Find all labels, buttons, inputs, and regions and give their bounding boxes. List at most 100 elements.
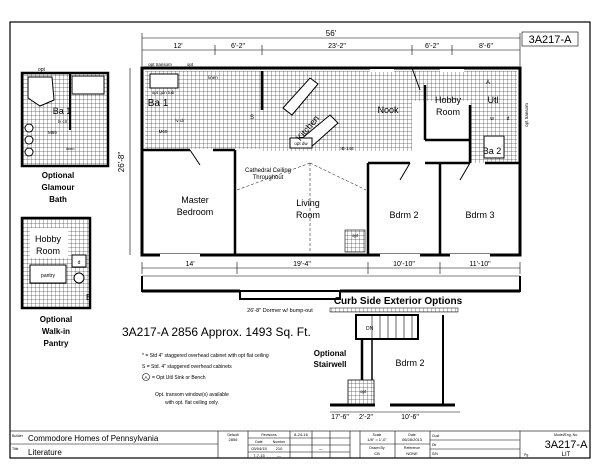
title-block <box>9 430 591 459</box>
label-d: d <box>507 116 510 122</box>
note-3: = Opt Util Sink or Bench <box>152 375 206 381</box>
glamour-room: Ba 1 <box>53 106 72 116</box>
pantry-label: pantry <box>41 273 55 279</box>
tb-rev-num-2: — <box>277 453 281 458</box>
tb-rev-num-1: 210 <box>276 446 283 451</box>
room-hobby-2: Room <box>436 107 460 117</box>
note-4: Opt. transom window(s) available <box>155 392 229 398</box>
tb-ref-label: Reference <box>404 446 420 450</box>
note-1: * = Std 4" staggered overhead cabinet wi… <box>142 353 269 359</box>
label-linen: linen <box>208 75 218 80</box>
tb-rev-date-2: 7-7-15 <box>253 453 265 458</box>
room-nook: Nook <box>377 105 399 115</box>
label-opt-transom: opt transom <box>148 62 172 67</box>
tb-rev-top: 8-24-16 <box>294 432 309 437</box>
curb-dim-3: 10'-6" <box>401 414 419 421</box>
dormer-note: 26'-8" Dormer w/ bump-out <box>247 308 313 314</box>
dim-depth: 26'-8" <box>117 152 126 173</box>
curb-stair-2: Stairwell <box>314 360 347 369</box>
label-a: A <box>486 80 490 86</box>
dim-top-2: 6'-2" <box>231 43 245 50</box>
dim-top-3: 23'-2" <box>328 43 346 50</box>
label-lv-clr: lv clr <box>175 118 185 123</box>
pantry-b: B <box>86 293 91 302</box>
cathedral-note-1: Cathedral Ceiling <box>245 168 291 174</box>
tb-drawn: CB <box>374 451 380 456</box>
bottom-dimensions <box>141 262 521 274</box>
curb-side-title: Curb Side Exterior Options <box>334 296 463 307</box>
tb-ref: NONE <box>406 451 418 456</box>
dim-top-5: 8'-6" <box>479 43 493 50</box>
tb-builder-label: Builder <box>12 434 24 438</box>
dim-top-4: 6'-2" <box>425 43 439 50</box>
optional-glamour-bath-plan <box>20 71 110 168</box>
dim-bottom-2: 19'-4" <box>293 261 311 268</box>
tb-pg-label: Pg <box>524 453 528 457</box>
optional-walkin-pantry-plan <box>20 216 92 310</box>
label-w: w <box>490 116 494 122</box>
tb-date2-label: Date <box>408 433 415 437</box>
label-opt: opt <box>187 62 194 67</box>
glamour-caption-2: Glamour <box>42 183 75 192</box>
dim-top-1: 12' <box>173 43 182 50</box>
tb-builder: Commodore Homes of Pennsylvania <box>28 434 159 443</box>
curb-side-plan <box>329 307 460 413</box>
room-hobby-1: Hobby <box>435 95 462 105</box>
note-symbol: A <box>144 375 147 380</box>
room-living-1: Living <box>296 198 320 208</box>
room-util: Utl <box>488 95 499 105</box>
curb-dim-2: 2'-2" <box>359 414 373 421</box>
room-living-2: Room <box>296 210 320 220</box>
note-symbol-circle <box>142 373 150 381</box>
glamour-linen: linen <box>66 146 74 151</box>
room-bdrm2: Bdrm 2 <box>389 210 418 220</box>
dim-overall: 56' <box>326 29 337 38</box>
label-opt-gdn-tub: opt gdn tub <box>152 90 175 95</box>
tb-title-label: Title <box>12 447 19 451</box>
tb-number-label: Number <box>273 440 286 444</box>
pantry-caption-3: Pantry <box>44 339 69 348</box>
curb-dim-1: 17'-6" <box>331 414 349 421</box>
room-bdrm3: Bdrm 3 <box>465 210 494 220</box>
tb-scale-label: Scale <box>373 433 382 437</box>
tb-model: 3A217-A <box>545 439 588 451</box>
tb-sn-label: S/N <box>432 452 438 456</box>
pantry-room-2: Room <box>36 246 60 256</box>
label-m69: M69 <box>159 129 168 134</box>
curb-opt: opt <box>360 389 367 394</box>
model-label: 3A217-A <box>529 34 572 46</box>
tb-default-label: Default <box>227 433 238 437</box>
note-5: with opt. flat ceiling only. <box>165 400 219 406</box>
tb-cust-label: Cust <box>432 434 439 438</box>
tb-rev-date-1: 03/04/15 <box>251 446 267 451</box>
curb-bdrm: Bdrm 2 <box>395 358 424 368</box>
model-label-box <box>521 31 579 47</box>
tb-revisions-label: Revisions <box>261 433 276 437</box>
dim-bottom-1: 14' <box>185 261 194 268</box>
dormer-strip <box>141 275 521 300</box>
tb-default: 2856 <box>229 437 239 442</box>
label-s: S <box>250 115 254 121</box>
tb-title: Literature <box>28 448 62 457</box>
glamour-opt: opt <box>38 67 46 73</box>
glamour-lv: lv clr <box>58 119 68 124</box>
label-opt-dw: opt dw <box>294 141 308 146</box>
room-master-1: Master <box>181 195 209 205</box>
tb-drawn-label: Drawn By <box>369 446 384 450</box>
label-ib146: IB-146 <box>340 146 354 151</box>
label-opt-transom-side: opt transom <box>524 103 529 127</box>
note-2: S = Std. 4" staggered overhead cabinets <box>142 364 232 370</box>
glamour-caption-1: Optional <box>42 171 74 180</box>
room-ba1: Ba 1 <box>148 98 169 109</box>
pantry-d: d <box>78 260 81 266</box>
curb-dn: DN <box>366 326 374 332</box>
top-dimensions <box>141 33 521 66</box>
tb-date2: 06/28/2013 <box>402 437 423 442</box>
dim-bottom-3: 10'-10" <box>393 261 415 268</box>
tb-scale: 1/8" = 1'-0" <box>367 437 387 442</box>
tb-dash: — <box>319 446 323 451</box>
pantry-room-1: Hobby <box>35 234 62 244</box>
tb-dlr-label: Dlr <box>432 443 437 447</box>
pantry-caption-2: Walk-in <box>42 327 70 336</box>
cathedral-note-2: Throughout <box>253 175 284 181</box>
